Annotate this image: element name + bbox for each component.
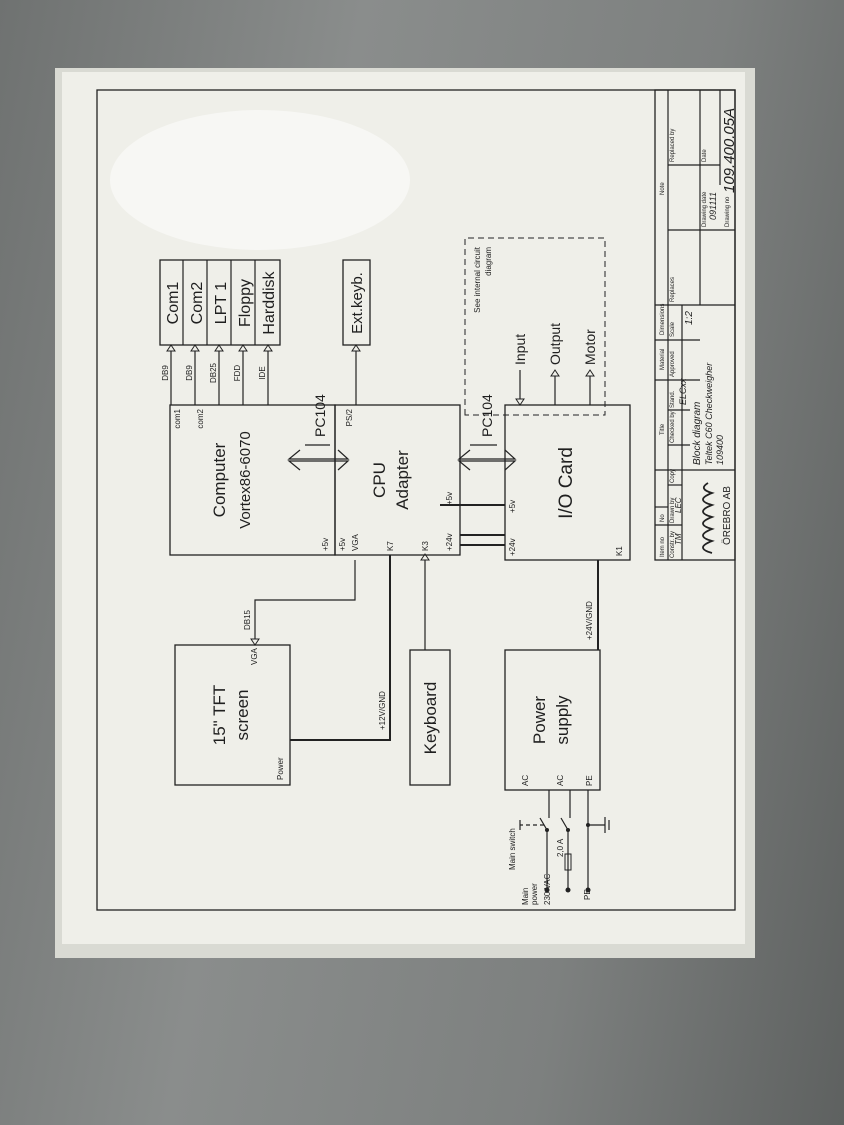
internal-circuit-box	[464, 237, 606, 416]
port-label: AC	[521, 775, 530, 786]
wire-label: +12V/GND	[378, 691, 387, 730]
peripheral-harddisk: Harddisk	[261, 270, 278, 334]
stand: ELCxx	[678, 378, 688, 405]
internal-power-bus	[440, 504, 505, 546]
drawing-number: 109.400.05A	[721, 108, 738, 193]
tft-power-wire	[290, 555, 391, 741]
port-label: VGA	[351, 533, 360, 551]
tft-screen-block: 15" TFT screen VGA Power	[174, 644, 291, 786]
field-label: Checked by	[670, 411, 676, 443]
port-label: AC	[556, 775, 565, 786]
port-label: +24v	[508, 538, 517, 556]
peripheral-com2: Com2	[189, 282, 206, 325]
power-subtitle: supply	[553, 695, 572, 745]
field-label: Replaces	[670, 277, 676, 302]
pc104-bus-2	[457, 449, 517, 471]
connector-label: FDD	[233, 365, 242, 382]
port-label: PE	[585, 775, 594, 786]
note-text: See internal circuit	[473, 246, 482, 313]
cpu-title: CPU	[370, 462, 389, 498]
tft-subtitle: screen	[233, 689, 252, 740]
cpu-adapter-block: CPU Adapter +5v VGA K7 K3 +24v +5v PS/2	[334, 404, 461, 556]
signal-motor: Motor	[582, 329, 598, 365]
field-label: Drawn by	[670, 498, 676, 523]
signal-output: Output	[547, 323, 563, 365]
keyboard-block: Keyboard	[409, 649, 451, 786]
vga-wire	[254, 560, 356, 639]
tft-title: 15" TFT	[210, 685, 229, 746]
power-title: Power	[530, 696, 549, 745]
fuse-label: 2,0 A	[556, 838, 565, 857]
signal-input: Input	[512, 334, 528, 365]
port-label: K1	[615, 546, 624, 556]
connector-label: DB25	[209, 362, 218, 383]
port-label: K7	[386, 541, 395, 551]
scale: 1:2	[684, 311, 695, 325]
glare	[110, 110, 410, 250]
io-title: I/O Card	[556, 447, 577, 519]
computer-title: Computer	[210, 442, 229, 517]
port-label: VGA	[250, 647, 259, 665]
port-label: +5v	[508, 500, 517, 513]
header-note: Note	[660, 182, 666, 195]
field-label: Drawing date	[702, 191, 708, 227]
drawing-title: Block diagram	[692, 402, 703, 465]
header-dimensions: Dimensions	[660, 304, 666, 335]
field-label: Approved	[670, 351, 676, 377]
pe-label: PE	[583, 889, 592, 900]
diagram: Computer Vortex86-6070 com1 com2 +5v CPU…	[96, 89, 738, 911]
field-label: Copy	[670, 469, 676, 483]
port-label: com1	[173, 408, 182, 428]
main-power-label: Main	[521, 888, 530, 905]
peripheral-com1: Com1	[165, 282, 182, 325]
constr-by: TM	[674, 533, 683, 545]
header-material: Material	[660, 349, 666, 370]
pc104-bus-1	[287, 449, 350, 471]
drawing-item: 109400	[715, 435, 725, 465]
field-label: Date	[702, 149, 708, 162]
connector-label: DB9	[185, 365, 194, 381]
peripheral-list: Com1 Com2 LPT 1 Floppy Harddisk DB9 DB9 …	[159, 259, 281, 405]
peripheral-floppy: Floppy	[237, 279, 254, 327]
pc104-label-1: PC104	[312, 394, 328, 437]
cpu-subtitle: Adapter	[393, 450, 412, 510]
title-block: Item no No Title Material Dimensions Not…	[654, 89, 738, 561]
wire-label: +24V/GND	[585, 601, 594, 640]
port-label: PS/2	[345, 408, 354, 426]
header-title: Title	[660, 423, 666, 435]
port-label: +5v	[338, 538, 347, 551]
port-label: K3	[421, 541, 430, 551]
ext-keyboard-label: Ext.keyb.	[349, 272, 366, 334]
connector-label: IDE	[258, 366, 267, 379]
port-label: +24v	[445, 533, 454, 551]
port-label: Power	[276, 757, 285, 780]
drawn-by: LEC	[674, 497, 683, 513]
field-label: Scale	[670, 321, 676, 337]
mains-circuit: Main switch Main power 230 VAC 2,0 A PE	[508, 790, 610, 905]
computer-block: Computer Vortex86-6070 com1 com2 +5v	[169, 404, 336, 556]
field-label: Replaced by	[670, 129, 676, 162]
field-label: Constr. by	[670, 531, 676, 558]
field-label: Stand.	[670, 390, 676, 408]
computer-model: Vortex86-6070	[237, 431, 254, 529]
drawing-date: 091111	[708, 192, 718, 220]
drawing-subtitle: Teltek C60 Checkweigher	[704, 362, 714, 465]
header-item-no: Item no	[660, 536, 666, 557]
company-logo	[702, 482, 715, 554]
io-card-block: I/O Card +24v +5v K1	[504, 404, 631, 561]
peripheral-lpt1: LPT 1	[213, 282, 230, 325]
port-label: com2	[196, 408, 205, 428]
main-switch-label: Main switch	[508, 828, 517, 870]
power-supply-block: Power supply AC AC PE	[504, 649, 601, 791]
main-power-label: power	[530, 883, 539, 905]
port-label: +5v	[321, 538, 330, 551]
keyboard-title: Keyboard	[421, 682, 440, 755]
header-no: No	[660, 514, 666, 522]
connector-label: DB9	[161, 365, 170, 381]
company-name: ÖREBRO AB	[721, 486, 733, 545]
port-label: +5v	[445, 492, 454, 505]
wire-label: DB15	[243, 609, 252, 630]
field-label: Drawing no	[725, 196, 731, 227]
note-text: diagram	[484, 247, 493, 276]
